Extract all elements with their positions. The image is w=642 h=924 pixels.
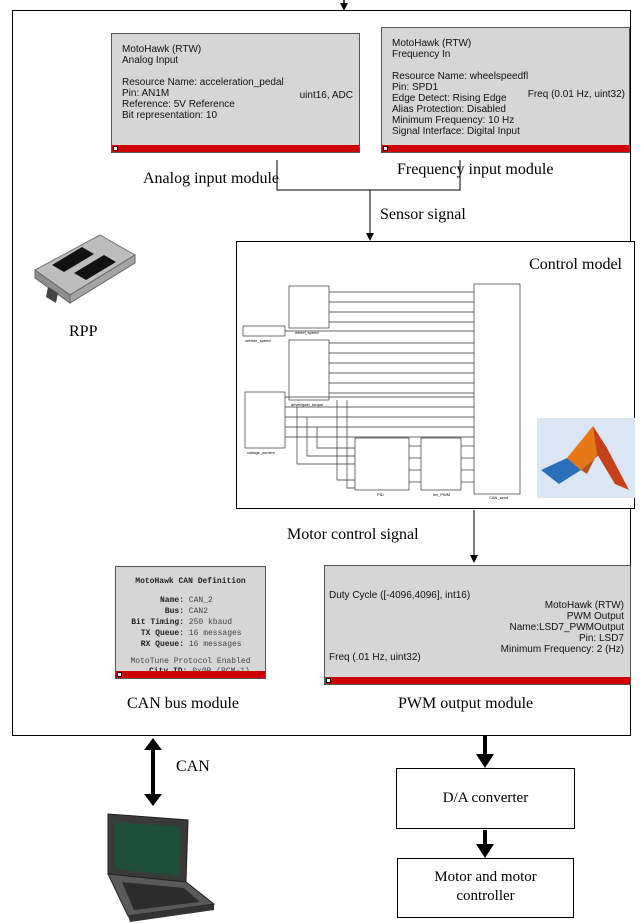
- analog-caption: Analog input module: [143, 170, 279, 187]
- pwm-status-bar: [325, 677, 630, 684]
- freq-block-line: Signal Interface: Digital Input: [392, 126, 520, 137]
- can-row: Name: CAN_2: [122, 595, 242, 606]
- control-model-box[interactable]: Control model: [236, 241, 635, 509]
- analog-port-label: uint16, ADC: [299, 90, 353, 101]
- pwm-input-freq: Freq (.01 Hz, uint32): [329, 652, 421, 663]
- can-row-key: TX Queue:: [140, 629, 184, 638]
- can-row-key: Bus:: [164, 607, 184, 616]
- analog-block-text: MotoHawk (RTW)Analog Input Resource Name…: [122, 44, 284, 121]
- pwm-block-line: PWM Output: [566, 611, 624, 622]
- can-row-value: CAN2: [184, 607, 209, 616]
- sensor-merge-line: [276, 160, 461, 191]
- vehicle-speed-block: [242, 325, 286, 337]
- freq-caption: Frequency input module: [397, 161, 554, 178]
- freq-block-line: Edge Detect: Rising Edge: [392, 93, 507, 104]
- frequency-input-block[interactable]: MotoHawk (RTW)Frequency In Resource Name…: [381, 27, 630, 153]
- can-status-bar: [116, 671, 265, 678]
- analog-block-line: Reference: 5V Reference: [122, 99, 235, 110]
- pwm-input-duty: Duty Cycle ([-4096,4096], int16): [329, 590, 471, 601]
- pwm-caption: PWM output module: [398, 695, 534, 712]
- freq-block-line: Alias Protection: Disabled: [392, 104, 506, 115]
- motor-label-1: Motor and motor: [434, 869, 537, 885]
- can-row-value: 16 messages: [184, 629, 242, 638]
- driver-torque-block: [288, 339, 330, 401]
- da-converter-box[interactable]: D/A converter: [396, 768, 575, 829]
- da-converter-label: D/A converter: [442, 790, 529, 806]
- pwm-block-line: Minimum Frequency: 2 (Hz): [500, 644, 624, 655]
- label-voltage-current: voltage_current: [247, 450, 275, 455]
- analog-block-line: Analog Input: [122, 55, 179, 66]
- analog-input-block[interactable]: MotoHawk (RTW)Analog Input Resource Name…: [111, 33, 360, 153]
- motor-signal-label: Motor control signal: [287, 526, 419, 543]
- can-label: CAN: [176, 758, 210, 775]
- wheel-speed-block: [288, 285, 330, 329]
- rpp-caption: RPP: [69, 323, 98, 340]
- can-row-key: Bit Timing:: [131, 618, 184, 627]
- can-row-value: CAN_2: [184, 596, 213, 605]
- freq-block-line: Minimum Frequency: 10 Hz: [392, 115, 515, 126]
- analog-block-line: [122, 66, 284, 77]
- can-footer1: MotoTune Protocol Enabled: [130, 657, 251, 666]
- analog-block-line: MotoHawk (RTW): [122, 44, 202, 55]
- can-row-key: Name:: [159, 596, 184, 605]
- label-driver-torque: driver/gain_torque: [291, 402, 324, 407]
- label-pid: PID: [377, 492, 384, 497]
- can-block-title: MotoHawk CAN Definition: [135, 577, 246, 586]
- can-bus-caption: CAN bus module: [127, 695, 239, 712]
- can-row-value: 16 messages: [184, 640, 242, 649]
- can-row: RX Queue: 16 messages: [122, 639, 242, 650]
- rpp-ecu-image: [34, 234, 136, 304]
- can-row: Bit Timing: 250 kbaud: [122, 617, 242, 628]
- pid-block: [354, 437, 410, 491]
- matlab-logo: [537, 418, 635, 498]
- sensor-signal-label: Sensor signal: [380, 206, 466, 223]
- analog-block-line: Bit representation: 10: [122, 110, 218, 121]
- control-model-caption: Control model: [529, 256, 622, 273]
- da-arrow-head: [476, 754, 494, 768]
- can-send-block: [473, 283, 521, 495]
- can-row: Bus: CAN2: [122, 606, 242, 617]
- pwm-block-line: Pin: LSD7: [578, 633, 624, 644]
- laptop-image: [107, 813, 216, 922]
- label-vehicle-speed: vehicle_speed: [245, 338, 271, 343]
- can-row-key: RX Queue:: [140, 640, 184, 649]
- can-row: TX Queue: 16 messages: [122, 628, 242, 639]
- pwm-output-block[interactable]: Duty Cycle ([-4096,4096], int16) Freq (.…: [324, 565, 631, 685]
- analog-block-line: Resource Name: acceleration_pedal: [122, 77, 284, 88]
- voltage-current-block: [244, 391, 286, 449]
- motor-arrow-head: [476, 844, 494, 858]
- freq-block-line: MotoHawk (RTW): [392, 38, 472, 49]
- label-wheel-speed: wheel_speed: [295, 330, 319, 335]
- freq-port-label: Freq (0.01 Hz, uint32): [527, 89, 625, 100]
- freq-block-line: [392, 60, 528, 71]
- motor-label-2: controller: [456, 888, 515, 904]
- analog-status-bar: [112, 145, 359, 152]
- can-arrow-head-down: [144, 794, 162, 806]
- freq-block-line: Pin: SPD1: [392, 82, 439, 93]
- freq-block-line: Frequency In: [392, 49, 451, 60]
- freq-block-text: MotoHawk (RTW)Frequency In Resource Name…: [392, 38, 528, 137]
- label-can-send: CAN_send: [489, 495, 508, 500]
- freq-status-bar: [382, 145, 629, 152]
- can-arrow-head-up: [144, 738, 162, 750]
- analog-block-line: Pin: AN1M: [122, 88, 170, 99]
- control-model-diagram: wheel_speed vehicle_speed driver/gain_to…: [242, 283, 521, 500]
- pwm-block-line: Name:LSD7_PWMOutput: [509, 622, 625, 633]
- pwm-block-line: MotoHawk (RTW): [544, 600, 624, 611]
- label-inv-pwm: inv_PWM: [433, 492, 450, 497]
- motor-controller-box[interactable]: Motor and motor controller: [397, 858, 574, 918]
- freq-block-line: Resource Name: wheelspeedfl: [392, 71, 529, 82]
- can-row-value: 250 kbaud: [184, 618, 233, 627]
- inv-pwm-block: [420, 437, 462, 491]
